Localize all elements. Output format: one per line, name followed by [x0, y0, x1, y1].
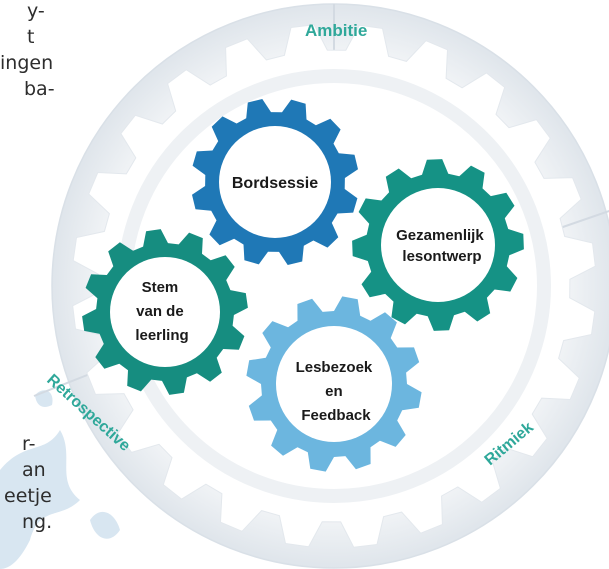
gear-gezamenlijk-center	[381, 188, 495, 302]
gear-gezamenlijk-line-2: lesontwerp	[402, 248, 481, 265]
side-text-bottom-line-2: an	[22, 459, 46, 481]
gear-stem-van-de-leerling: Stem van de leerling	[82, 229, 248, 395]
gear-lesbezoek-line-1: Lesbezoek	[296, 359, 373, 376]
side-text-top: y-t ingen ba-	[0, 0, 55, 102]
sector-label-ambitie: Ambitie	[305, 21, 367, 40]
side-text-bottom: r-an eetje ng.	[0, 431, 52, 535]
gear-lesbezoek-en-feedback: Lesbezoek en Feedback	[246, 296, 422, 472]
gear-stem-center	[110, 257, 220, 367]
gear-bordsessie: Bordsessie	[192, 99, 358, 265]
gear-lesbezoek-center	[276, 326, 392, 442]
gear-bordsessie-line-1: Bordsessie	[232, 175, 318, 192]
gear-gezamenlijk-lesontwerp: Gezamenlijk lesontwerp	[352, 159, 524, 331]
gear-stem-line-1: Stem	[142, 279, 179, 296]
gear-lesbezoek-line-2: en	[325, 383, 343, 400]
gear-lesbezoek-line-3: Feedback	[301, 407, 371, 424]
side-text-top-line-1: y-	[27, 0, 45, 22]
side-text-top-line-3: ingen	[0, 52, 54, 74]
gear-bordsessie-center	[219, 126, 331, 238]
gear-stem-line-2: van de	[136, 303, 184, 320]
gear-stem-line-3: leerling	[135, 327, 188, 344]
gear-lesbezoek-label: Lesbezoek en Feedback	[296, 359, 377, 424]
side-text-bottom-line-3: eetje	[4, 485, 52, 507]
side-text-top-line-2: t	[27, 26, 35, 48]
splash-decoration	[0, 390, 120, 569]
gear-gezamenlijk-label: Gezamenlijk lesontwerp	[396, 227, 488, 265]
side-text-bottom-line-1: r-	[22, 433, 36, 455]
gear-bordsessie-label: Bordsessie	[232, 175, 318, 192]
gear-gezamenlijk-line-1: Gezamenlijk	[396, 227, 484, 244]
side-text-top-line-4: ba-	[24, 78, 55, 100]
side-text-bottom-line-4: ng.	[22, 511, 53, 533]
gear-stem-label: Stem van de leerling	[135, 279, 188, 344]
